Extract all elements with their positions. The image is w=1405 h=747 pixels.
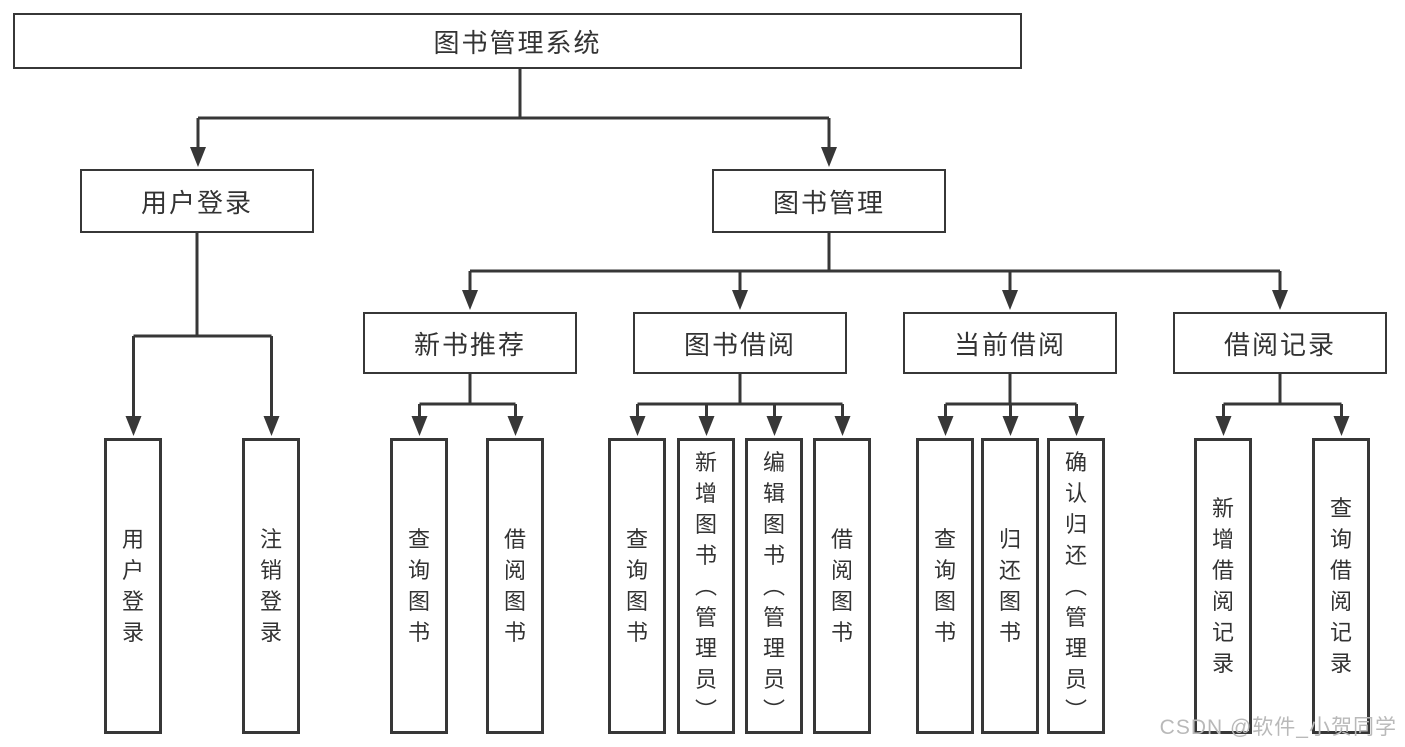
leaf-add-borrow-record: 新增借阅记录 — [1194, 438, 1252, 734]
node-book-borrowing: 图书借阅 — [633, 312, 847, 374]
node-label: 新书推荐 — [413, 329, 526, 360]
node-label: 借阅图书 — [503, 527, 526, 645]
node-label: 用户登录 — [140, 187, 253, 218]
node-label: 确认归还︵管理员︶ — [1064, 449, 1087, 723]
leaf-add-books-admin: 新增图书︵管理员︶ — [677, 438, 735, 734]
csdn-watermark: CSDN @软件_小贺同学 — [1159, 716, 1397, 739]
node-label: 归还图书 — [998, 527, 1021, 645]
node-label: 查询图书 — [407, 527, 430, 645]
node-label: 新增图书︵管理员︶ — [694, 449, 717, 723]
leaf-query-books-current: 查询图书 — [916, 438, 974, 734]
node-user-login: 用户登录 — [80, 169, 314, 233]
leaf-logout: 注销登录 — [242, 438, 300, 734]
node-label: 图书管理 — [772, 187, 885, 218]
node-library-management-system: 图书管理系统 — [13, 13, 1022, 69]
leaf-user-login: 用户登录 — [104, 438, 162, 734]
node-label: 查询图书 — [625, 527, 648, 645]
node-label: 当前借阅 — [953, 329, 1066, 360]
node-current-borrowing: 当前借阅 — [903, 312, 1117, 374]
node-label: 新增借阅记录 — [1211, 496, 1234, 676]
node-label: 用户登录 — [121, 527, 144, 645]
arrowheads — [125, 147, 1350, 436]
node-label: 图书管理系统 — [433, 27, 602, 58]
leaf-confirm-return-admin: 确认归还︵管理员︶ — [1047, 438, 1105, 734]
node-label: 编辑图书︵管理员︶ — [762, 449, 785, 723]
node-label: 借阅图书 — [830, 527, 853, 645]
node-label: 注销登录 — [259, 527, 282, 645]
leaf-query-books-recommend: 查询图书 — [390, 438, 448, 734]
leaf-borrow-books: 借阅图书 — [813, 438, 871, 734]
leaf-borrow-books-recommend: 借阅图书 — [486, 438, 544, 734]
node-label: 借阅记录 — [1223, 329, 1336, 360]
node-label: 查询图书 — [933, 527, 956, 645]
leaf-edit-books-admin: 编辑图书︵管理员︶ — [745, 438, 803, 734]
leaf-query-borrow-record: 查询借阅记录 — [1312, 438, 1370, 734]
leaf-return-books: 归还图书 — [981, 438, 1039, 734]
node-borrowing-records: 借阅记录 — [1173, 312, 1387, 374]
node-label: 查询借阅记录 — [1329, 496, 1352, 676]
node-new-book-recommendation: 新书推荐 — [363, 312, 577, 374]
node-book-management: 图书管理 — [712, 169, 946, 233]
leaf-query-books-borrowing: 查询图书 — [608, 438, 666, 734]
node-label: 图书借阅 — [683, 329, 796, 360]
